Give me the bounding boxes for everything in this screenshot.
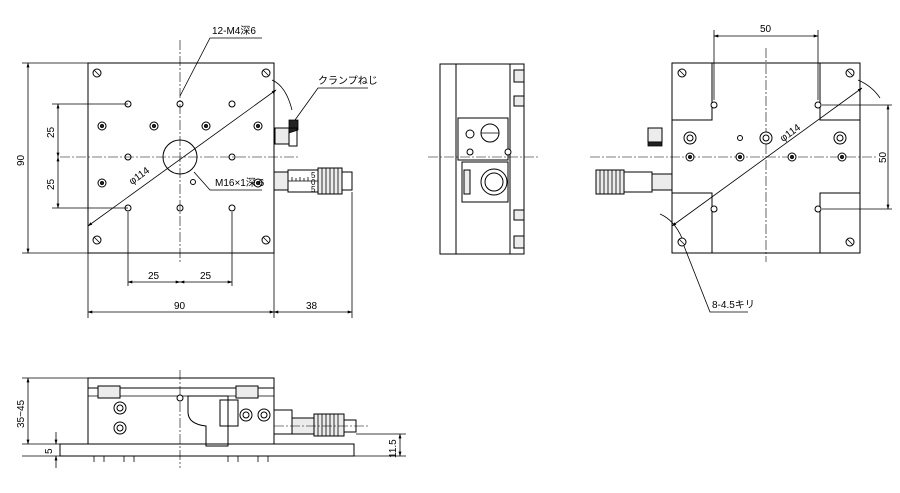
callout-center-tap: M16×1深 6 <box>215 177 265 189</box>
dim-spindle: 11.5 <box>388 439 399 458</box>
top-view-diameter-line <box>87 89 277 227</box>
top-view-callouts: 12-M4深6 クランプねじ M16×1深 6 <box>179 25 378 191</box>
side-view <box>428 63 540 255</box>
dim-x-right: 25 <box>200 271 212 282</box>
top-view-diameter-label: φ114 <box>127 165 152 187</box>
dim-base-5: 5 <box>44 448 55 454</box>
callout-through-holes: 8-4.5キリ <box>712 300 755 311</box>
mic-scale-5a: 5 <box>311 171 316 180</box>
callout-tapped-holes: 12-M4深6 <box>212 25 256 37</box>
dim-width-90: 90 <box>174 301 186 312</box>
front-view-dimensions: 35~45 5 11.5 <box>16 377 406 468</box>
bottom-view-diameter-label: φ114 <box>778 122 803 144</box>
top-view-corner-holes <box>92 68 271 245</box>
top-view: φ114 5 0 5 <box>16 25 378 318</box>
bottom-view: φ114 50 50 8-4.5キリ <box>590 24 892 313</box>
mic-scale-5b: 5 <box>311 185 316 194</box>
dim-bottom-50: 50 <box>760 24 772 35</box>
dim-offset-lower: 25 <box>46 178 57 190</box>
bottom-view-dimensions: 50 50 8-4.5キリ <box>659 24 892 313</box>
dim-right-50: 50 <box>878 151 889 163</box>
dim-height-range: 35~45 <box>16 399 27 428</box>
dim-height-90: 90 <box>16 154 27 166</box>
dim-micrometer-38: 38 <box>306 301 318 312</box>
dim-x-left: 25 <box>148 271 160 282</box>
mic-scale-0: 0 <box>311 178 316 187</box>
top-view-micrometer: 5 0 5 <box>273 167 353 195</box>
front-view: 35~45 5 11.5 <box>16 370 406 468</box>
top-view-clamp-screw <box>274 119 299 147</box>
dim-offset-upper: 25 <box>46 126 57 138</box>
top-view-dimensions: 90 25 25 25 25 90 38 <box>16 62 353 318</box>
callout-clamp: クランプねじ <box>318 75 378 87</box>
